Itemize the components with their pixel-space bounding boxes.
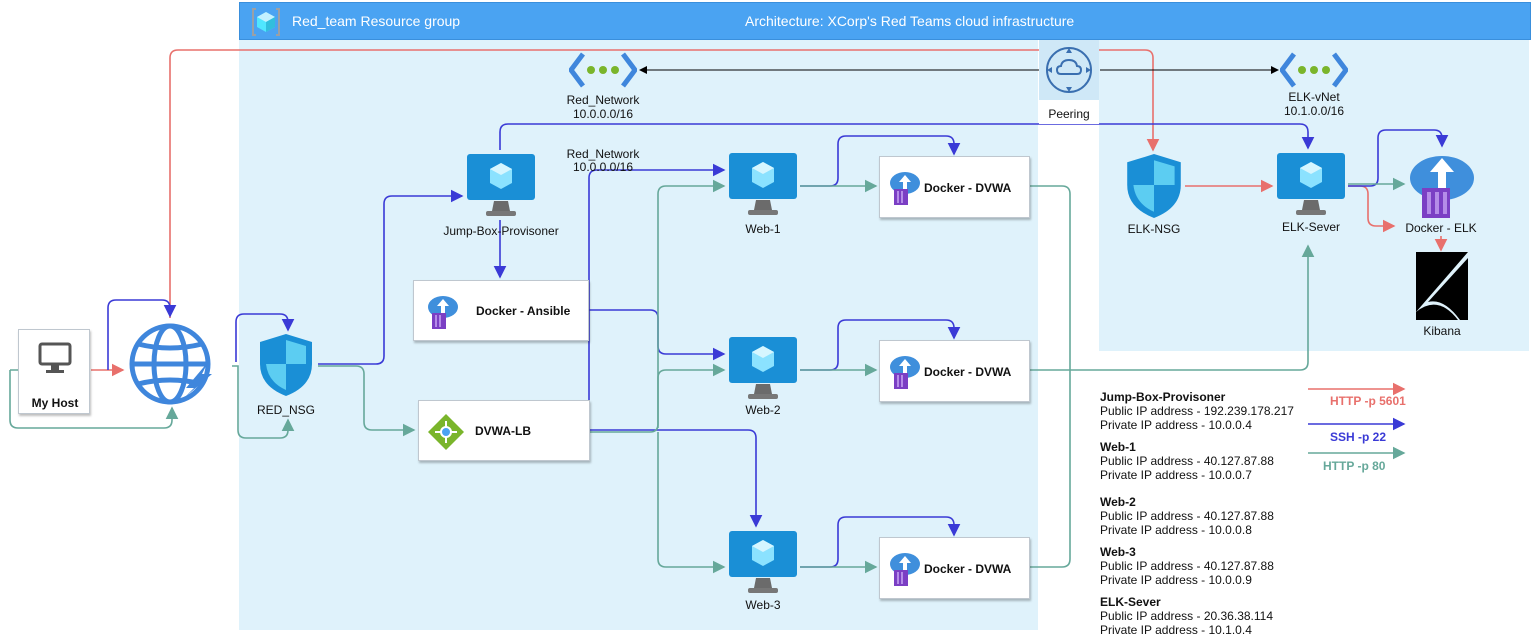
info-public-ip: Public IP address - 192.239.178.217 (1100, 404, 1294, 418)
resource-group-header: Red_team Resource group Architecture: XC… (239, 2, 1531, 40)
docker-ansible-label: Docker - Ansible (476, 304, 571, 318)
docker-dvwa-3-node[interactable]: Docker - DVWA (879, 537, 1030, 599)
info-title: Web-2 (1100, 495, 1136, 509)
internet-globe-icon (129, 323, 212, 405)
info-title: ELK-Sever (1100, 595, 1161, 609)
red-network-vnet-icon (569, 52, 637, 88)
docker-dvwa-2-node[interactable]: Docker - DVWA (879, 340, 1030, 402)
resource-group-icon (252, 8, 280, 36)
elk-nsg-shield-icon (1127, 154, 1181, 218)
legend-http-80: HTTP -p 80 (1323, 459, 1386, 473)
http-5601-path (91, 49, 1448, 377)
info-public-ip: Public IP address - 40.127.87.88 (1100, 454, 1274, 468)
http-80-path (9, 177, 1406, 574)
web-3-vm-icon (729, 531, 797, 593)
web-2-label: Web-2 (745, 403, 781, 417)
docker-dvwa-1-node[interactable]: Docker - DVWA (879, 156, 1030, 218)
ssh-22-path (107, 123, 1449, 568)
info-elk-server: ELK-Sever Public IP address - 20.36.38.1… (1100, 595, 1273, 637)
red-network-mid-cidr: 10.0.0.0/16 (572, 160, 634, 174)
red-network-top-cidr: 10.0.0.0/16 (572, 107, 634, 121)
info-web-1: Web-1 Public IP address - 40.127.87.88 P… (1100, 440, 1274, 482)
docker-dvwa-1-label: Docker - DVWA (924, 181, 1012, 195)
elk-nsg-label: ELK-NSG (1127, 222, 1181, 236)
info-private-ip: Private IP address - 10.0.0.9 (1100, 573, 1252, 587)
info-private-ip: Private IP address - 10.0.0.8 (1100, 523, 1252, 537)
docker-elk-icon (1410, 156, 1474, 218)
resource-group-title: Red_team Resource group (292, 13, 461, 29)
load-balancer-icon (428, 414, 464, 450)
peering-node[interactable]: Peering (1039, 40, 1099, 124)
jump-box-vm-icon (467, 154, 535, 216)
container-cloud-icon (428, 296, 458, 329)
legend-arrows (1308, 382, 1406, 460)
elk-vnet-icon (1280, 52, 1348, 88)
kibana-label: Kibana (1423, 324, 1461, 338)
container-cloud-icon (890, 172, 920, 205)
dvwa-lb-label: DVWA-LB (475, 424, 531, 438)
docker-elk-label: Docker - ELK (1405, 221, 1477, 235)
jump-box-label: Jump-Box-Provisoner (443, 224, 559, 238)
info-public-ip: Public IP address - 40.127.87.88 (1100, 559, 1274, 573)
kibana-icon (1416, 252, 1468, 320)
info-title: Web-1 (1100, 440, 1136, 454)
info-private-ip: Private IP address - 10.0.0.4 (1100, 418, 1252, 432)
elk-vnet-name: ELK-vNet (1288, 90, 1340, 104)
info-jump-box: Jump-Box-Provisoner Public IP address - … (1100, 390, 1294, 432)
info-web-3: Web-3 Public IP address - 40.127.87.88 P… (1100, 545, 1274, 587)
info-title: Web-3 (1100, 545, 1136, 559)
elk-server-label: ELK-Sever (1281, 220, 1341, 234)
info-title: Jump-Box-Provisoner (1100, 390, 1226, 404)
red-team-region (239, 40, 1038, 630)
red-network-top-name: Red_Network (566, 93, 640, 107)
red-nsg-shield-icon (260, 334, 312, 396)
elk-vnet-cidr: 10.1.0.0/16 (1283, 104, 1345, 118)
peering-icon (1046, 47, 1092, 93)
dvwa-lb-node[interactable]: DVWA-LB (418, 400, 590, 461)
web-1-label: Web-1 (745, 222, 781, 236)
info-private-ip: Private IP address - 10.1.0.4 (1100, 623, 1252, 637)
info-public-ip: Public IP address - 20.36.38.114 (1100, 609, 1274, 623)
info-web-2: Web-2 Public IP address - 40.127.87.88 P… (1100, 495, 1274, 537)
my-host-label: My Host (31, 396, 79, 410)
docker-dvwa-2-label: Docker - DVWA (924, 365, 1012, 379)
red-network-mid-name: Red_Network (566, 147, 640, 161)
web-3-label: Web-3 (745, 598, 781, 612)
web-2-vm-icon (729, 337, 797, 399)
my-host-node[interactable]: My Host (18, 329, 90, 414)
container-cloud-icon (890, 356, 920, 389)
docker-ansible-node[interactable]: Docker - Ansible (413, 280, 589, 341)
info-public-ip: Public IP address - 40.127.87.88 (1100, 509, 1274, 523)
info-private-ip: Private IP address - 10.0.0.7 (1100, 468, 1252, 482)
container-cloud-icon (890, 553, 920, 586)
red-nsg-label: RED_NSG (256, 403, 315, 417)
legend-http-5601: HTTP -p 5601 (1330, 394, 1406, 408)
web-1-vm-icon (729, 153, 797, 215)
legend-ssh-22: SSH -p 22 (1330, 430, 1387, 444)
elk-server-vm-icon (1277, 153, 1345, 215)
peering-label: Peering (1048, 107, 1090, 121)
architecture-title: Architecture: XCorp's Red Teams cloud in… (745, 13, 1075, 29)
monitor-icon (38, 342, 72, 373)
docker-dvwa-3-label: Docker - DVWA (924, 562, 1012, 576)
